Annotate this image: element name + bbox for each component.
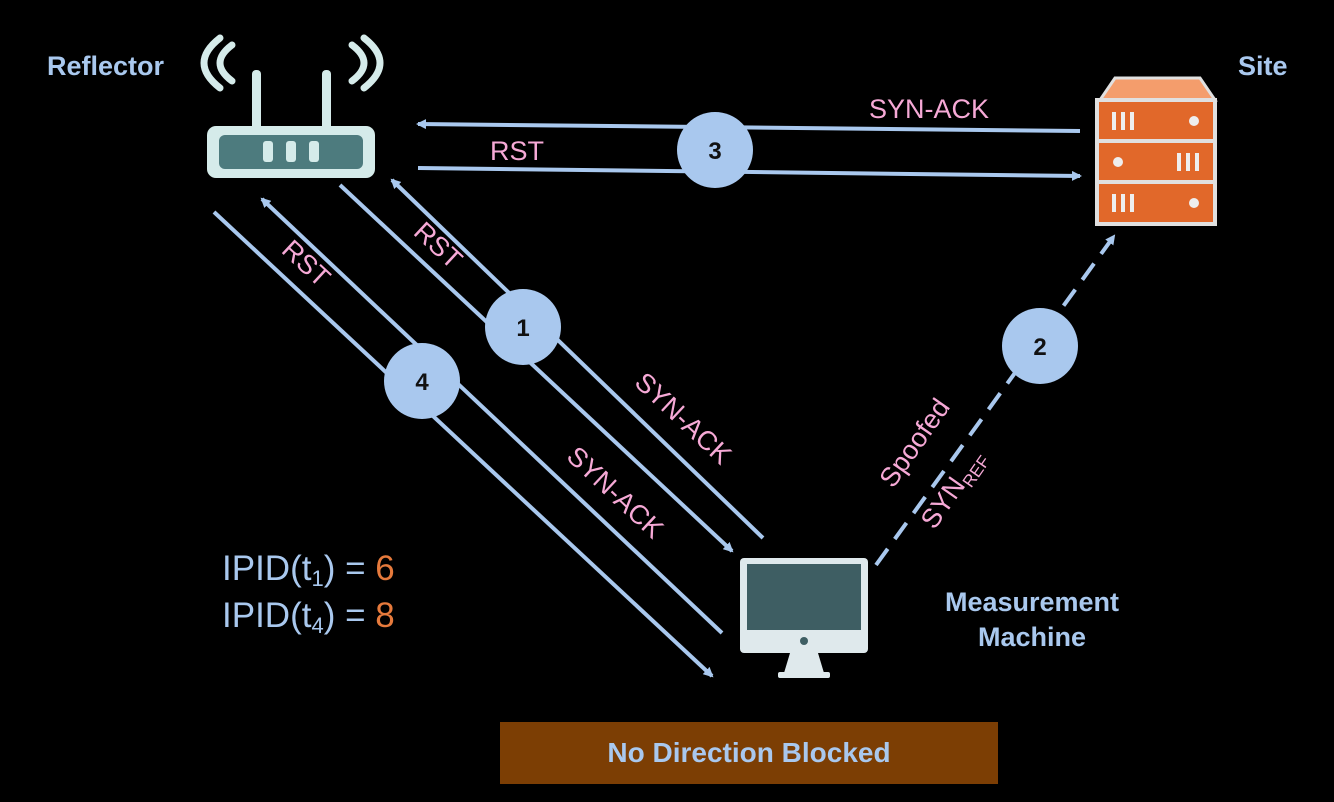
- step-circle-1: 1: [485, 289, 561, 365]
- ipid-t1-subscript: 1: [311, 566, 324, 591]
- label-rst-top: RST: [490, 136, 544, 166]
- measurement-label-line2: Machine: [977, 622, 1087, 652]
- label-synack-1: SYN-ACK: [629, 367, 737, 471]
- arrow-rst-1: [390, 178, 765, 540]
- step-circle-3: 3: [677, 112, 753, 188]
- step-number-4: 4: [415, 369, 429, 396]
- server-icon: [1095, 76, 1218, 226]
- label-rst-4: RST: [276, 234, 336, 293]
- step-number-2: 2: [1033, 334, 1046, 361]
- ipid-suffix: ) =: [323, 549, 376, 588]
- arrow-synack-site-to-reflector: [416, 119, 1081, 133]
- step-number-1: 1: [516, 315, 529, 342]
- reflector-label: Reflector: [47, 51, 165, 81]
- step-circle-4: 4: [384, 343, 460, 419]
- step-circle-2: 2: [1002, 308, 1078, 384]
- label-synack-4: SYN-ACK: [561, 441, 669, 545]
- ipid-t1: IPID(t1) = 6: [222, 549, 395, 599]
- arrow-rst-4: [260, 197, 724, 635]
- ipid-prefix: IPID(t: [222, 596, 312, 635]
- ipid-prefix: IPID(t: [222, 549, 312, 588]
- monitor-icon: [740, 558, 868, 678]
- router-icon: [200, 34, 384, 178]
- measurement-label-line1: Measurement: [944, 587, 1120, 617]
- label-rst-1: RST: [408, 216, 468, 275]
- status-banner: No Direction Blocked: [500, 722, 998, 784]
- step-number-3: 3: [708, 138, 721, 165]
- arrow-rst-reflector-to-site: [417, 166, 1082, 181]
- site-label: Site: [1238, 51, 1288, 81]
- ipid-t4: IPID(t4) = 8: [222, 596, 395, 646]
- measurement-machine-label: Measurement Machine: [900, 585, 1164, 655]
- ipid-t4-value: 8: [375, 596, 395, 635]
- arrow-synack-4: [212, 210, 714, 678]
- arrow-spoofed-syn: [874, 234, 1116, 567]
- ipid-t1-value: 6: [375, 549, 395, 588]
- ipid-t4-subscript: 4: [311, 613, 324, 638]
- label-synack-top: SYN-ACK: [869, 94, 989, 124]
- ipid-suffix: ) =: [323, 596, 376, 635]
- arrow-synack-1: [338, 183, 734, 553]
